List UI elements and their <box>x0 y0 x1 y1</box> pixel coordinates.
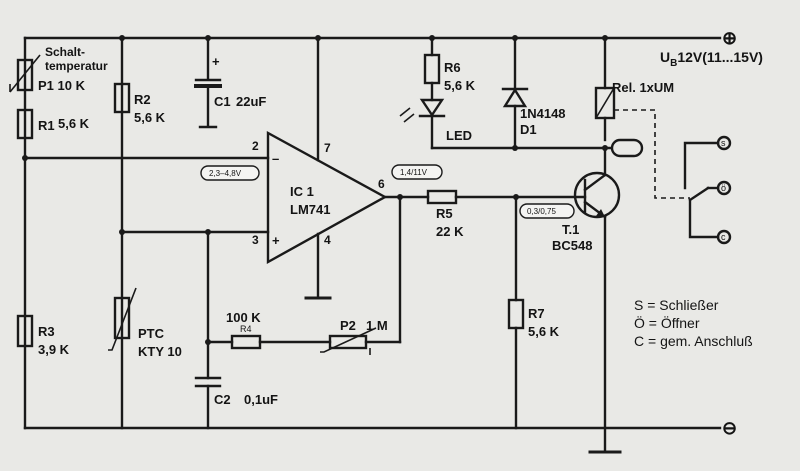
t1-type: BC548 <box>552 238 592 253</box>
relay-label: Rel. 1xUM <box>612 80 674 95</box>
pin4-label: 4 <box>324 233 331 247</box>
t1-transistor <box>573 171 621 219</box>
led-label: LED <box>446 128 472 143</box>
c1-plus: + <box>212 54 220 69</box>
pin7-label: 7 <box>324 141 331 155</box>
p2-label: P2 <box>340 318 356 333</box>
ptc-thermistor <box>108 287 137 351</box>
contact-s-label: s <box>721 138 726 148</box>
pin2-label: 2 <box>252 139 259 153</box>
led-diode <box>399 98 446 123</box>
voltage-bubble-pin2: 2,3–4,8V <box>200 165 260 181</box>
c2-value: 0,1uF <box>244 392 278 407</box>
r7-value: 5,6 K <box>528 324 560 339</box>
ic1-type: LM741 <box>290 202 330 217</box>
p2-value: 1 M <box>366 318 388 333</box>
voltage-bubble-base: 0,3/0,75 <box>519 203 575 219</box>
r2-label: R2 <box>134 92 151 107</box>
p1-potentiometer <box>9 54 41 93</box>
c2-label: C2 <box>214 392 231 407</box>
c2-capacitor <box>194 376 222 430</box>
ic1-opamp <box>266 36 388 300</box>
p1-title-1: Schalt- <box>45 45 85 59</box>
legend-line-2: Ö = Öffner <box>634 314 700 331</box>
legend-line-1: S = Schließer <box>634 297 719 313</box>
legend-line-3: C = gem. Anschluß <box>634 333 753 349</box>
d1-label: D1 <box>520 122 537 137</box>
t1-label: T.1 <box>562 222 579 237</box>
plus-terminal: ⊕ <box>722 28 737 48</box>
plus-input: + <box>272 233 280 248</box>
r5-value: 22 K <box>436 224 464 239</box>
pin3-label: 3 <box>252 233 259 247</box>
pin6-label: 6 <box>378 177 385 191</box>
contact-o-label: ö <box>721 183 726 193</box>
legend: S = Schließer Ö = Öffner C = gem. Anschl… <box>634 297 753 349</box>
p1-title-2: temperatur <box>45 59 108 73</box>
relay-contacts <box>683 135 732 245</box>
svg-text:2,3–4,8V: 2,3–4,8V <box>209 169 242 178</box>
svg-text:1,4/11V: 1,4/11V <box>400 168 428 177</box>
r4-resistor <box>230 334 262 350</box>
r4-value: 100 K <box>226 310 261 325</box>
ptc-type: KTY 10 <box>138 344 182 359</box>
relay-coil <box>594 86 644 158</box>
diode-label: 1N4148 <box>520 106 566 121</box>
ptc-label: PTC <box>138 326 165 341</box>
ic1-label: IC 1 <box>290 184 314 199</box>
r5-resistor <box>426 189 458 205</box>
r6-label: R6 <box>444 60 461 75</box>
voltage-bubble-pin6: 1,4/11V <box>391 164 443 180</box>
r3-value: 3,9 K <box>38 342 70 357</box>
ub-label: UB12V(11...15V) <box>660 49 763 69</box>
c1-capacitor <box>194 36 222 129</box>
r3-label: R3 <box>38 324 55 339</box>
r5-label: R5 <box>436 206 453 221</box>
r1-resistor <box>16 108 34 140</box>
minus-terminal: ⊖ <box>722 418 737 438</box>
r1-label: R1 <box>38 118 55 133</box>
r6-value: 5,6 K <box>444 78 476 93</box>
c1-value: 22uF <box>236 94 266 109</box>
contact-c-label: c <box>721 232 726 242</box>
c1-label: C1 <box>214 94 231 109</box>
r2-value: 5,6 K <box>134 110 166 125</box>
r1-value: 5,6 K <box>58 116 90 131</box>
r7-label: R7 <box>528 306 545 321</box>
r7-resistor <box>507 298 525 330</box>
minus-input: – <box>272 151 279 166</box>
r4-label: R4 <box>240 324 252 334</box>
r6-resistor <box>423 53 441 85</box>
svg-text:0,3/0,75: 0,3/0,75 <box>527 207 556 216</box>
r3-resistor <box>16 314 34 348</box>
p1-label: P1 10 K <box>38 78 86 93</box>
d1-diode <box>501 87 529 108</box>
r2-resistor <box>113 82 131 114</box>
